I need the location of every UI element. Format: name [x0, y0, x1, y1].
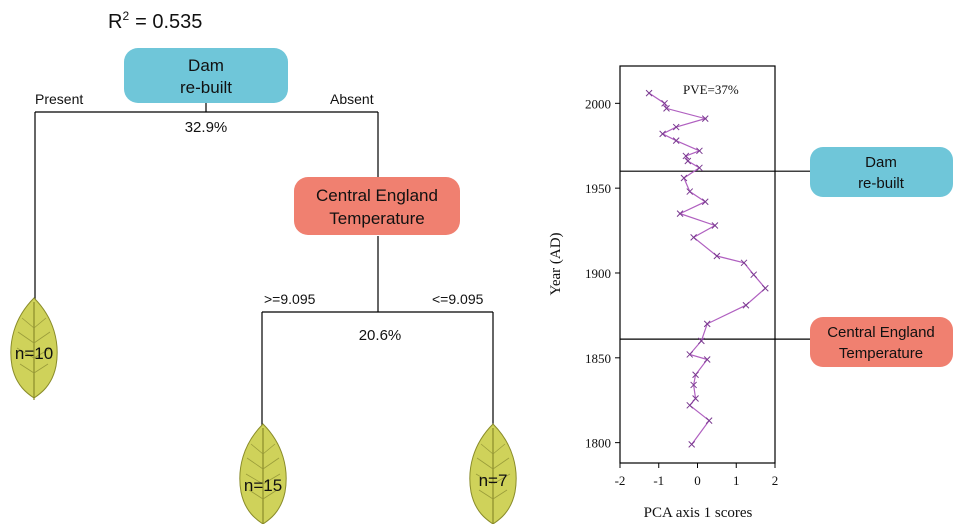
side-label-dam-box — [810, 147, 953, 197]
data-point — [692, 371, 699, 379]
split-node-central-england-temperature: Central England Temperature — [294, 177, 460, 235]
threshold-lines — [620, 170, 810, 340]
data-point — [703, 320, 711, 328]
data-point — [750, 271, 758, 279]
data-point — [742, 301, 750, 309]
x-axis-ticks: -2 -1 0 1 2 — [615, 463, 779, 488]
leaf-icon-3: n=7 — [469, 423, 517, 524]
root-node-line1: Dam — [188, 56, 224, 75]
leaf-label-3: n=7 — [479, 471, 508, 490]
data-point — [659, 130, 666, 138]
leaf-icon-2: n=15 — [239, 423, 287, 524]
split2-percent: 20.6% — [359, 327, 402, 344]
r2-label: R2= 0.535 — [108, 9, 202, 33]
branch-label-le: <=9.095 — [432, 291, 484, 307]
branch-label-ge: >=9.095 — [264, 291, 316, 307]
root-node-box — [124, 48, 288, 103]
y-tick-label: 1900 — [585, 266, 611, 281]
data-point — [740, 259, 748, 267]
side-label-cet-line1: Central England — [827, 324, 935, 341]
tree-branches — [34, 102, 494, 440]
data-point — [663, 105, 670, 112]
side-label-cet-box — [810, 317, 953, 367]
pve-annotation: PVE=37% — [683, 82, 739, 97]
y-tick-label: 1950 — [585, 181, 611, 196]
x-tick-label: 1 — [733, 473, 740, 488]
x-tick-label: 2 — [772, 473, 779, 488]
data-point — [672, 137, 680, 145]
split-node-line1: Central England — [316, 186, 438, 205]
pca-plot: -2 -1 0 1 2 1800 1850 1900 1950 2000 PCA axis 1 … — [548, 65, 810, 521]
split-node-line2: Temperature — [329, 209, 424, 228]
data-point — [688, 440, 696, 448]
side-label-dam-line2: re-built — [858, 175, 905, 192]
data-point — [645, 89, 653, 97]
data-point — [686, 401, 694, 409]
x-tick-label: -2 — [615, 473, 626, 488]
leaf-label-2: n=15 — [244, 476, 282, 495]
y-tick-label: 1800 — [585, 436, 611, 451]
root-node-dam-rebuilt: Dam re-built — [124, 48, 288, 103]
series-line — [648, 92, 767, 445]
branch-label-present: Present — [35, 91, 83, 107]
data-point — [701, 115, 709, 122]
root-node-line2: re-built — [180, 78, 232, 97]
pca-series — [645, 89, 769, 448]
data-point — [696, 164, 703, 172]
data-point — [698, 337, 705, 345]
root-split-percent: 32.9% — [185, 119, 228, 136]
side-label-dam-line1: Dam — [865, 154, 897, 171]
data-point — [692, 395, 699, 402]
x-axis-label: PCA axis 1 scores — [644, 505, 753, 521]
y-tick-label: 2000 — [585, 96, 611, 111]
data-point — [701, 198, 709, 206]
y-tick-label: 1850 — [585, 351, 611, 366]
data-point — [696, 147, 703, 155]
split-node-box — [294, 177, 460, 235]
data-point — [680, 174, 688, 182]
branch-label-absent: Absent — [330, 91, 374, 107]
leaf-icon-1: n=10 — [10, 297, 58, 400]
data-point — [676, 210, 684, 217]
y-axis-ticks: 1800 1850 1900 1950 2000 — [585, 96, 620, 451]
side-label-central-england-temperature: Central England Temperature — [810, 317, 953, 367]
data-point — [690, 381, 697, 389]
data-point — [684, 157, 692, 165]
data-point — [661, 99, 668, 107]
data-point — [711, 222, 719, 229]
data-point — [686, 351, 694, 358]
data-point — [761, 284, 769, 292]
plot-frame — [619, 65, 776, 464]
y-axis-label: Year (AD) — [548, 232, 564, 295]
data-point — [713, 252, 721, 260]
x-tick-label: 0 — [694, 473, 701, 488]
leaf-label-1: n=10 — [15, 344, 53, 363]
x-tick-label: -1 — [653, 473, 664, 488]
data-point — [703, 356, 711, 363]
side-label-dam-rebuilt: Dam re-built — [810, 147, 953, 197]
side-label-cet-line2: Temperature — [839, 345, 923, 362]
data-point — [690, 234, 697, 241]
data-point — [682, 152, 690, 160]
data-point — [672, 123, 680, 131]
data-point — [705, 417, 713, 424]
regression-tree: R2= 0.535 Dam re-built Present Absent 32… — [10, 9, 517, 524]
data-point — [686, 188, 694, 195]
